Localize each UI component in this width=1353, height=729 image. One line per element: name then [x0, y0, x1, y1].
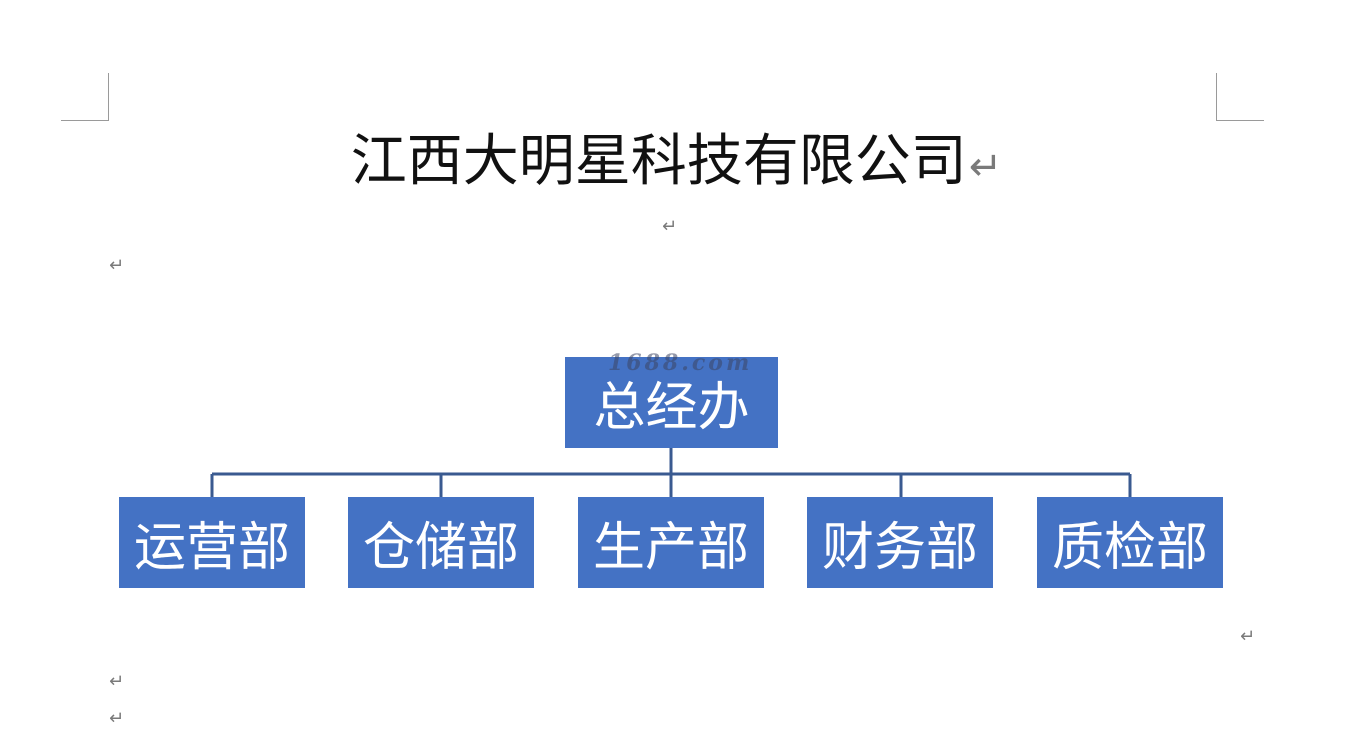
page-corner-mark-top-left — [61, 73, 109, 121]
document-title[interactable]: 江西大明星科技有限公司↵ — [0, 128, 1353, 201]
paragraph-mark-icon: ↵ — [1240, 626, 1256, 647]
paragraph-mark-icon: ↵ — [109, 671, 125, 692]
org-node-child-label: 仓储部 — [362, 518, 519, 578]
org-node-root[interactable]: 总经办 — [565, 357, 778, 448]
watermark: 1688.com — [608, 350, 753, 376]
org-node-child-label: 质检部 — [1051, 518, 1208, 578]
org-node-child-label: 财务部 — [821, 518, 978, 578]
paragraph-mark-icon: ↵ — [662, 216, 678, 237]
paragraph-mark-icon: ↵ — [968, 144, 1003, 190]
document-title-text: 江西大明星科技有限公司 — [350, 129, 967, 194]
org-node-child[interactable]: 财务部 — [807, 497, 993, 588]
org-node-child-label: 生产部 — [592, 518, 749, 578]
org-node-child[interactable]: 运营部 — [119, 497, 305, 588]
org-node-child[interactable]: 生产部 — [578, 497, 764, 588]
org-node-root-label: 总经办 — [593, 378, 750, 438]
org-node-child-label: 运营部 — [133, 518, 290, 578]
page-corner-mark-top-right — [1216, 73, 1264, 121]
paragraph-mark-icon: ↵ — [109, 255, 125, 276]
org-node-child[interactable]: 仓储部 — [348, 497, 534, 588]
org-node-child[interactable]: 质检部 — [1037, 497, 1223, 588]
